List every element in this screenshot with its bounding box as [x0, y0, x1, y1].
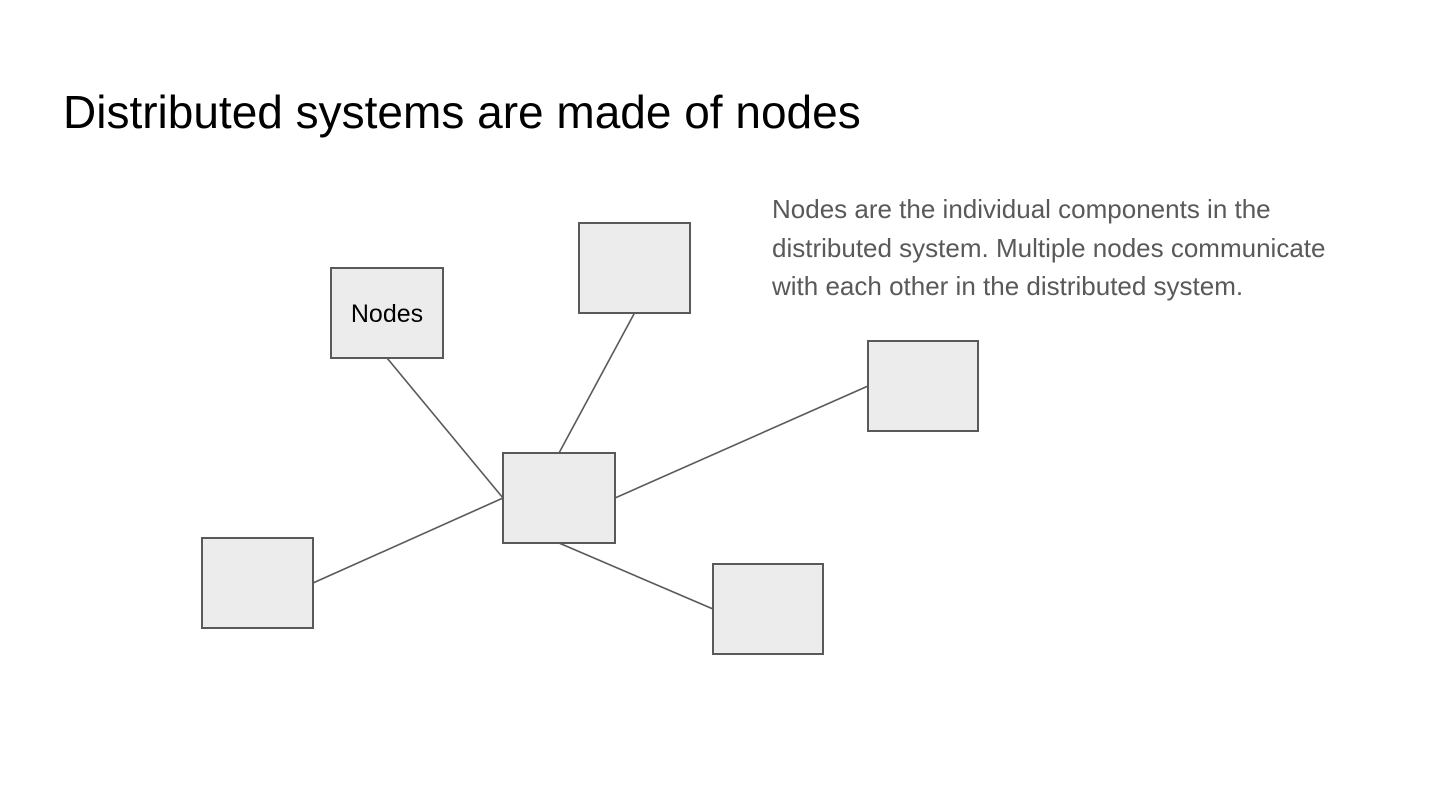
node-label: Nodes [351, 300, 423, 328]
description-line: with each other in the distributed syste… [772, 271, 1244, 301]
node-box [201, 537, 314, 629]
diagram-node-bottom [712, 563, 824, 655]
diagram-node-labeled: Nodes [330, 267, 444, 359]
node-box [712, 563, 824, 655]
diagram-node-center [502, 452, 616, 544]
connector-line [558, 542, 714, 610]
connector-line [614, 385, 869, 499]
description-line: Nodes are the individual components in t… [772, 194, 1271, 224]
diagram-node-right [867, 340, 979, 432]
node-box [578, 222, 691, 314]
node-box [330, 267, 444, 359]
slide-title: Distributed systems are made of nodes [63, 86, 861, 138]
diagram-node-top [578, 222, 691, 314]
node-box [502, 452, 616, 544]
description-line: distributed system. Multiple nodes commu… [772, 232, 1326, 263]
connector-line [558, 312, 636, 454]
description-text: Nodes are the individual components in t… [772, 190, 1402, 306]
connector-line [386, 357, 504, 499]
node-box [867, 340, 979, 432]
connector-line [312, 497, 504, 584]
diagram-node-bottom-left [201, 537, 314, 629]
